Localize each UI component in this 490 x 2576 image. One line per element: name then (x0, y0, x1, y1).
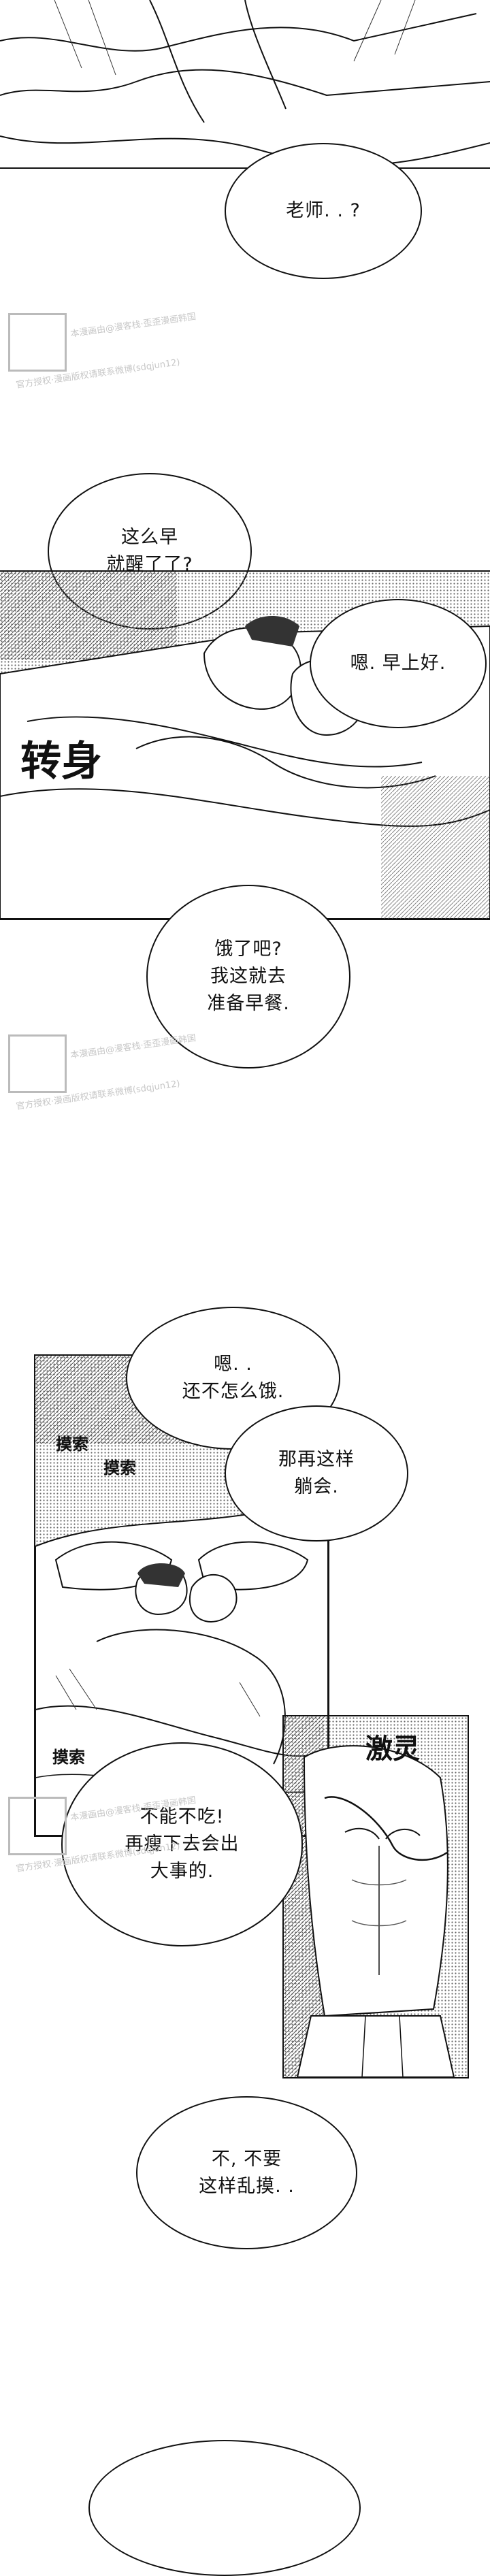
speech-bubble-7: 不能不吃! 再瘦下去会出 大事的. (61, 1742, 303, 1946)
speech-bubble-8: 不, 不要 这样乱摸. . (136, 2096, 357, 2249)
qr-code-icon (8, 1034, 67, 1093)
sfx-touch-2: 摸索 (103, 1458, 136, 1478)
speech-bubble-6-text: 那再这样 躺会. (278, 1449, 355, 1497)
watermark-2-line1: 本漫画由@漫客栈·歪歪漫画韩国 (69, 1033, 197, 1061)
qr-code-icon (8, 313, 67, 372)
watermark-1-line1: 本漫画由@漫客栈·歪歪漫画韩国 (69, 312, 197, 340)
panel-top-art (0, 0, 490, 169)
speech-bubble-8-text: 不, 不要 这样乱摸. . (199, 2148, 295, 2197)
watermark-3-line1: 本漫画由@漫客栈·歪歪漫画韩国 (69, 1795, 197, 1823)
watermark-1: 本漫画由@漫客栈·歪歪漫画韩国 官方授权·漫画版权请联系微博(sdqjun12) (8, 312, 212, 395)
sfx-turn: 转身 (20, 738, 102, 785)
speech-bubble-1: 老师. . ? (225, 143, 422, 279)
speech-bubble-1-text: 老师. . ? (286, 200, 361, 221)
panel-torso-closeup: 激灵 (282, 1715, 469, 2078)
speech-bubble-3: 嗯. 早上好. (310, 599, 487, 728)
speech-bubble-2: 这么早 就醒了了? (48, 473, 252, 630)
speech-bubble-6: 那再这样 躺会. (225, 1405, 408, 1542)
speech-bubble-3-text: 嗯. 早上好. (350, 653, 446, 674)
sfx-shiver: 激灵 (365, 1733, 420, 1765)
watermark-2: 本漫画由@漫客栈·歪歪漫画韩国 官方授权·漫画版权请联系微博(sdqjun12) (8, 1033, 212, 1116)
sfx-touch-3: 摸索 (52, 1747, 85, 1767)
watermark-3: 本漫画由@漫客栈·歪歪漫画韩国 官方授权·漫画版权请联系微博(sdqjun12) (8, 1795, 212, 1878)
speech-bubble-4: 饿了吧? 我这就去 准备早餐. (146, 885, 350, 1069)
speech-bubble-7-text: 不能不吃! 再瘦下去会出 大事的. (125, 1806, 240, 1882)
speech-bubble-partial (88, 2440, 361, 2576)
panel-torso-art (284, 1716, 468, 2077)
qr-code-icon (8, 1797, 67, 1855)
speech-bubble-5-text: 嗯. . 还不怎么饿. (182, 1354, 284, 1402)
sfx-touch-1: 摸索 (56, 1434, 88, 1454)
panel-top (0, 0, 490, 169)
speech-bubble-4-text: 饿了吧? 我这就去 准备早餐. (207, 939, 290, 1014)
